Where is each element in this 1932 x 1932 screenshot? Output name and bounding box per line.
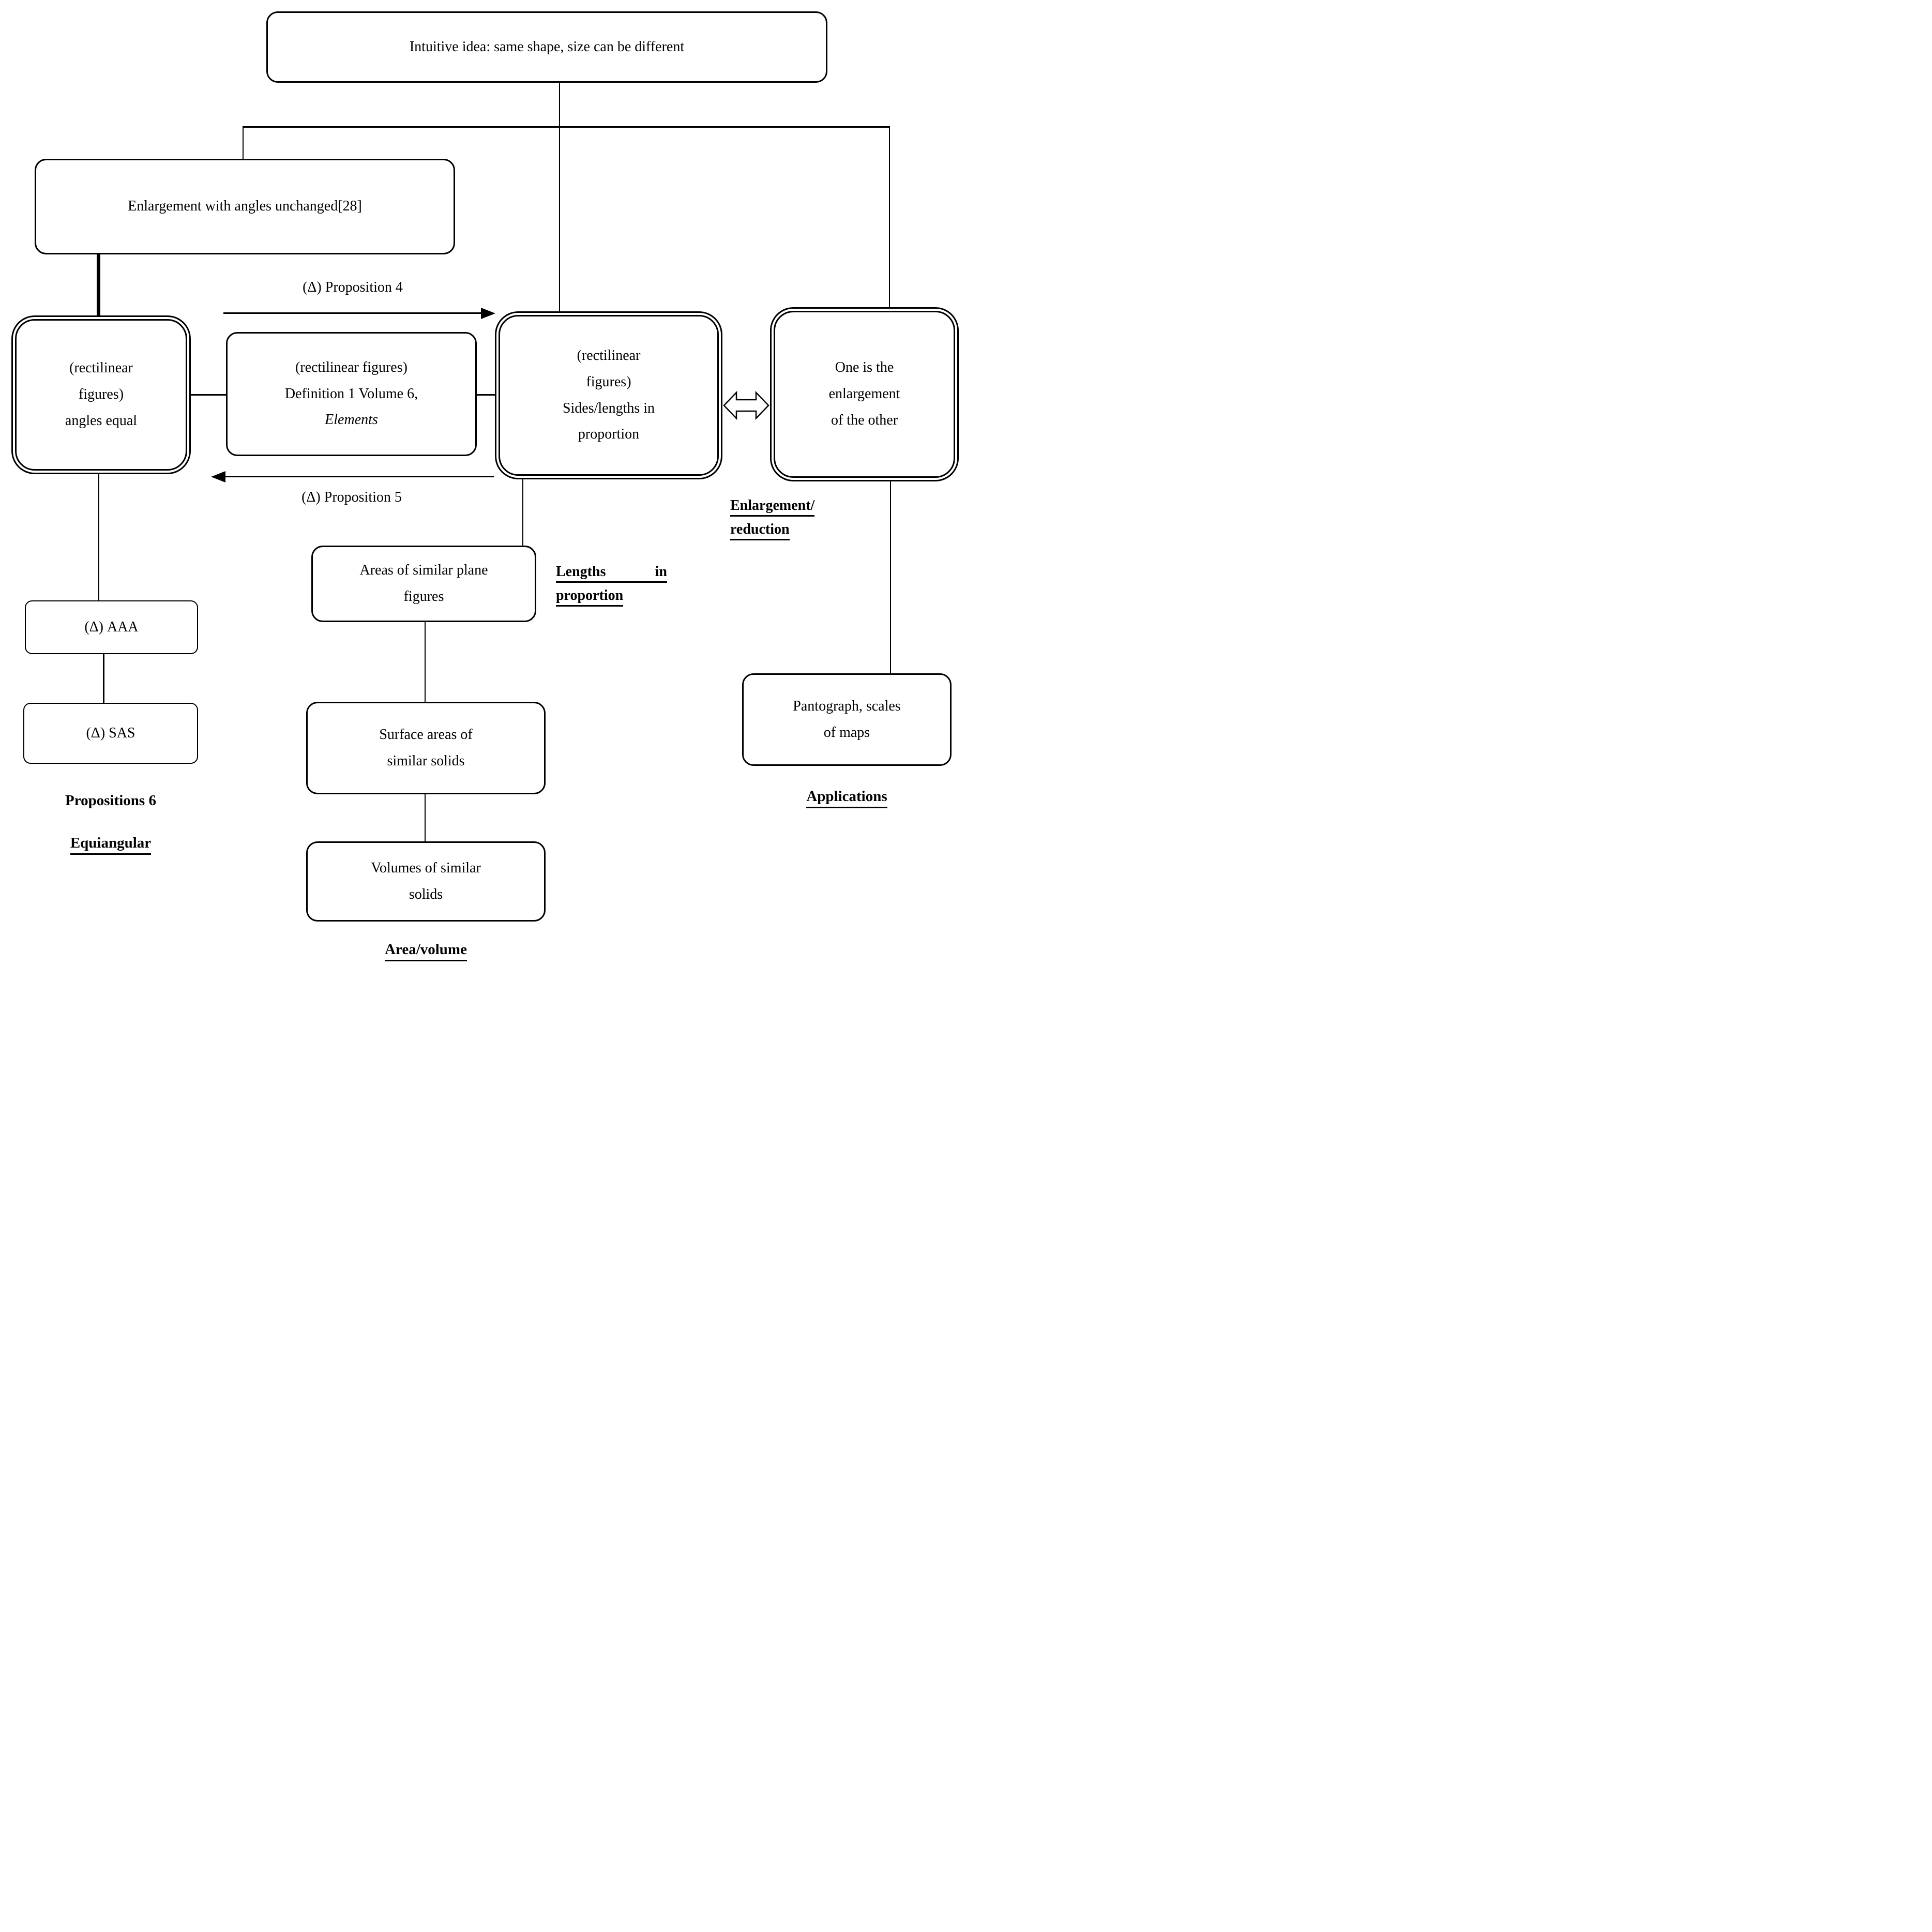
intuitive-idea-box: Intuitive idea: same shape, size can be … (266, 11, 827, 83)
equiangular-label: Equiangular (23, 835, 198, 855)
proposition5-arrowhead-icon (211, 471, 225, 482)
double-arrow-icon (723, 390, 769, 420)
sides-proportion-text: (rectilinear figures) Sides/lengths in p… (562, 347, 655, 443)
pantograph-box: Pantograph, scales of maps (742, 673, 952, 766)
sides-proportion-box: (rectilinear figures) Sides/lengths in p… (499, 315, 719, 476)
angles-equal-text: (rectilinear figures) angles equal (65, 360, 138, 429)
volumes-text: Volumes of similar solids (371, 859, 481, 902)
connector-definition-to-sides (476, 394, 497, 396)
lengths-word2: in (655, 564, 667, 580)
similarity-flowchart: (Δ) Proposition 4 (Δ) Proposition 5 Intu… (0, 0, 966, 966)
connector-surface-to-volumes (425, 794, 426, 842)
connector-top-to-sides (559, 83, 560, 313)
sas-box: (Δ) SAS (23, 703, 198, 764)
lengths-line2: proportion (556, 587, 624, 607)
enlargement-reduction-line2: reduction (730, 521, 790, 540)
connector-angles-to-aaa (98, 471, 99, 601)
applications-text: Applications (806, 788, 887, 808)
definition-line1: (rectilinear figures) (295, 359, 407, 375)
area-volume-label: Area/volume (306, 941, 546, 961)
aaa-text: (Δ) AAA (84, 618, 139, 635)
areas-text: Areas of similar plane figures (359, 562, 488, 605)
connector-branch-left-drop (243, 126, 244, 159)
connector-branch-horizontal (243, 126, 890, 128)
proposition5-label: (Δ) Proposition 5 (301, 489, 402, 505)
enlargement-angles-text: Enlargement with angles unchanged[28] (128, 198, 362, 215)
volumes-box: Volumes of similar solids (306, 841, 546, 922)
definition-line3: Elements (325, 412, 378, 428)
surface-areas-text: Surface areas of similar solids (379, 726, 473, 769)
one-enlargement-box: One is the enlargement of the other (774, 311, 955, 478)
connector-angles-to-definition (187, 394, 227, 396)
equiangular-text: Equiangular (70, 835, 152, 855)
proposition4-label: (Δ) Proposition 4 (303, 279, 403, 295)
lengths-line1: Lengths in (556, 564, 667, 583)
propositions6-label: Propositions 6 (65, 792, 156, 809)
enlargement-reduction-line1: Enlargement/ (730, 497, 815, 517)
connector-branch-right-drop (889, 126, 890, 309)
intuitive-idea-text: Intuitive idea: same shape, size can be … (409, 38, 685, 55)
connector-areas-to-surface (425, 622, 426, 702)
definition-line2: Definition 1 Volume 6, (284, 385, 418, 402)
enlargement-reduction-label: Enlargement/ reduction (730, 497, 815, 540)
areas-box: Areas of similar plane figures (311, 546, 536, 622)
connector-aaa-to-sas (103, 654, 104, 703)
angles-equal-box: (rectilinear figures) angles equal (15, 319, 187, 471)
sas-text: (Δ) SAS (86, 724, 135, 741)
definition-box: (rectilinear figures) Definition 1 Volum… (226, 332, 477, 456)
one-enlargement-text: One is the enlargement of the other (828, 359, 900, 428)
connector-sides-to-areas (522, 476, 523, 546)
surface-areas-box: Surface areas of similar solids (306, 702, 546, 794)
connector-enlargement-to-angles (97, 254, 100, 319)
applications-label: Applications (742, 788, 952, 808)
proposition4-arrow (223, 312, 482, 314)
lengths-word1: Lengths (556, 564, 606, 580)
area-volume-text: Area/volume (385, 941, 467, 961)
proposition4-arrowhead-icon (481, 308, 495, 319)
proposition5-arrow (224, 476, 494, 477)
pantograph-text: Pantograph, scales of maps (793, 698, 901, 741)
enlargement-angles-box: Enlargement with angles unchanged[28] (35, 159, 455, 254)
aaa-box: (Δ) AAA (25, 600, 198, 654)
lengths-proportion-label: Lengths in proportion (556, 564, 667, 607)
connector-far-to-pantograph (890, 477, 891, 674)
